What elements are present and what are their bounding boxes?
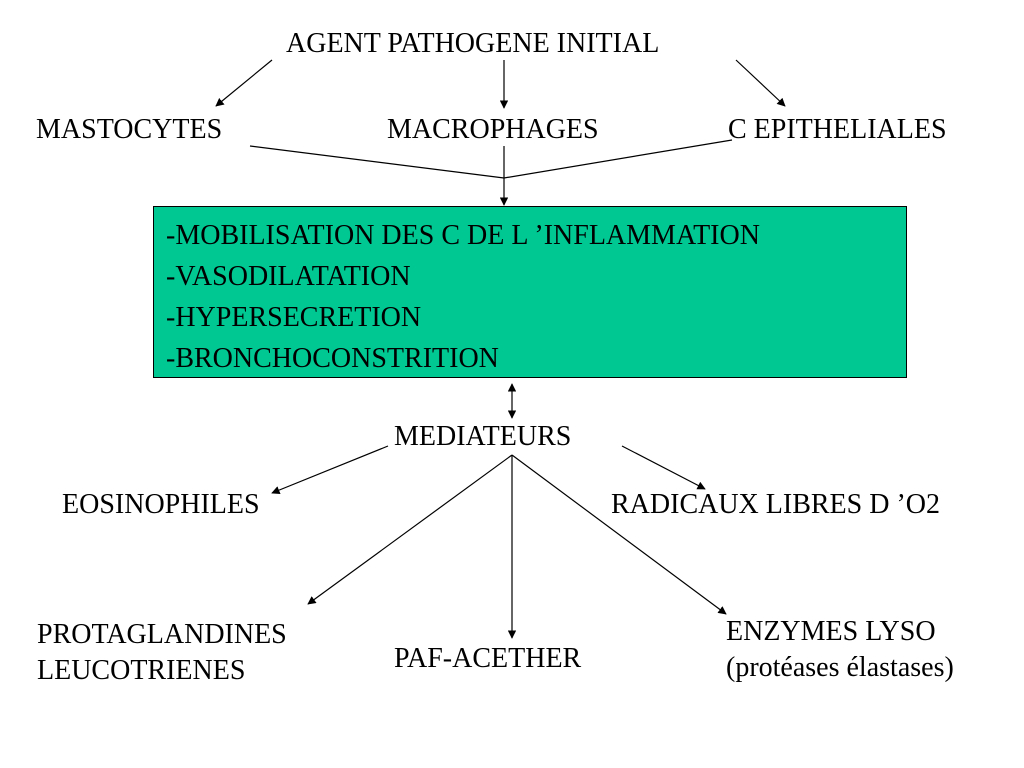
arrow-mediateurs-to-protaglandines — [307, 454, 513, 605]
agent-pathogene-label: AGENT PATHOGENE INITIAL — [286, 28, 660, 59]
macrophages-label: MACROPHAGES — [387, 114, 599, 145]
line-mastocytes-to-box — [249, 145, 505, 179]
effect-item: -BRONCHOCONSTRITION — [166, 343, 499, 374]
mastocytes-label: MASTOCYTES — [36, 114, 223, 145]
protaglandines-line: PROTAGLANDINES — [37, 619, 287, 650]
protaglandines-leucotrienes-label: PROTAGLANDINES LEUCOTRIENES — [37, 617, 287, 689]
arrow-agent-to-epitheliales — [735, 59, 786, 107]
leucotrienes-line: LEUCOTRIENES — [37, 655, 246, 686]
arrow-mediateurs-to-enzymes — [511, 454, 727, 615]
c-epitheliales-label: C EPITHELIALES — [728, 114, 947, 145]
radicaux-libres-label: RADICAUX LIBRES D ’O2 — [611, 489, 940, 520]
effect-item: -VASODILATATION — [166, 261, 411, 292]
enzymes-lyso-line: ENZYMES LYSO — [726, 616, 936, 647]
effect-item: -HYPERSECRETION — [166, 302, 422, 333]
paf-acether-label: PAF-ACETHER — [394, 643, 582, 674]
arrow-mediateurs-to-eosinophiles — [271, 445, 389, 495]
line-epitheliales-to-box — [503, 139, 733, 179]
arrow-mediateurs-to-radicaux — [621, 445, 706, 490]
mediateurs-label: MEDIATEURS — [394, 421, 572, 452]
eosinophiles-label: EOSINOPHILES — [62, 489, 260, 520]
effect-item: -MOBILISATION DES C DE L ’INFLAMMATION — [166, 220, 760, 251]
effects-box: -MOBILISATION DES C DE L ’INFLAMMATION -… — [153, 206, 907, 378]
arrow-agent-to-mastocytes — [215, 59, 273, 107]
enzymes-lyso-label: ENZYMES LYSO (protéases élastases) — [726, 614, 954, 686]
proteases-line: (protéases élastases) — [726, 652, 954, 683]
